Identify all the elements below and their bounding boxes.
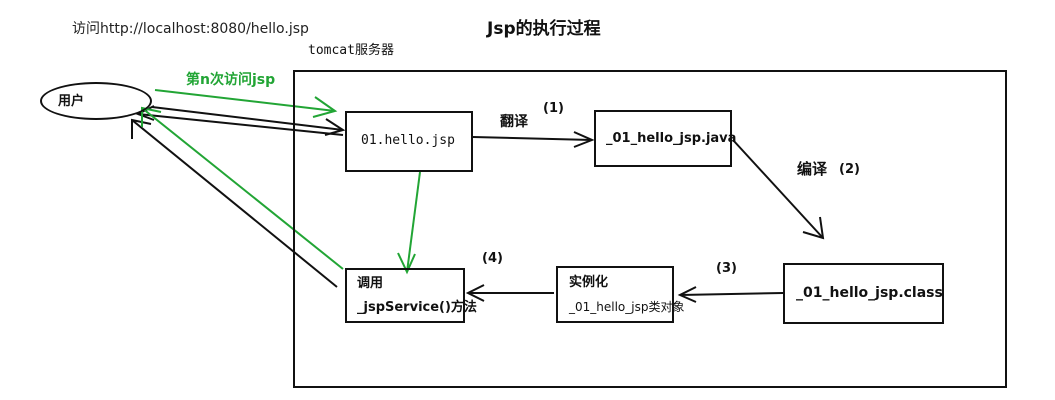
step-4-label: (4) bbox=[482, 251, 503, 266]
user-node: 用户 bbox=[40, 82, 152, 120]
step-1-label: (1) bbox=[543, 101, 564, 116]
instantiate-node: 实例化 _01_hello_jsp类对象 bbox=[556, 266, 684, 323]
java-file-node: _01_hello_jsp.java bbox=[594, 110, 736, 167]
instantiate-subtitle: _01_hello_jsp类对象 bbox=[569, 300, 685, 314]
request-url-text: 访问http://localhost:8080/hello.jsp bbox=[72, 21, 309, 37]
jsp-file-node: 01.hello.jsp bbox=[345, 111, 473, 172]
class-file-node: _01_hello_jsp.class bbox=[783, 263, 944, 324]
edge-translate bbox=[472, 136, 593, 141]
translate-label: 翻译 bbox=[500, 114, 528, 130]
edge-translate-head bbox=[573, 131, 595, 148]
edge-user-to-jsp bbox=[151, 106, 344, 131]
nth-visit-label: 第n次访问jsp bbox=[186, 72, 276, 88]
edge-nth-visit-head bbox=[312, 96, 338, 118]
user-node-label: 用户 bbox=[58, 94, 85, 109]
tomcat-server-label: tomcat服务器 bbox=[308, 43, 394, 58]
jsp-file-label: 01.hello.jsp bbox=[361, 133, 455, 148]
edge-service-to-user-green bbox=[141, 107, 344, 270]
edge-load-class-head bbox=[677, 286, 697, 303]
edge-compile bbox=[732, 139, 824, 239]
edge-compile-head bbox=[802, 216, 825, 240]
edge-call-service-head bbox=[465, 284, 485, 302]
tomcat-server-container bbox=[293, 70, 1007, 388]
step-2-label: (2) bbox=[839, 162, 860, 177]
edge-service-to-user-black bbox=[131, 119, 338, 288]
java-file-label: _01_hello_jsp.java bbox=[606, 131, 737, 146]
step-3-label: (3) bbox=[716, 261, 737, 276]
jspservice-line1: 调用 bbox=[357, 276, 384, 291]
edge-load-class bbox=[679, 292, 784, 296]
edge-nth-visit bbox=[154, 89, 336, 112]
diagram-title: Jsp的执行过程 bbox=[487, 19, 601, 39]
class-file-label: _01_hello_jsp.class bbox=[796, 285, 943, 301]
edge-green-jsp-to-service-head bbox=[397, 252, 416, 275]
compile-label: 编译 bbox=[797, 160, 828, 178]
edge-jsp-to-user bbox=[137, 113, 344, 136]
edge-green-jsp-to-service bbox=[406, 171, 421, 273]
edge-service-to-user-black-head bbox=[131, 118, 152, 139]
instantiate-title: 实例化 bbox=[569, 275, 609, 290]
jspservice-node: 调用 _jspService()方法 bbox=[345, 268, 477, 323]
jspservice-line2: _jspService()方法 bbox=[357, 300, 477, 315]
